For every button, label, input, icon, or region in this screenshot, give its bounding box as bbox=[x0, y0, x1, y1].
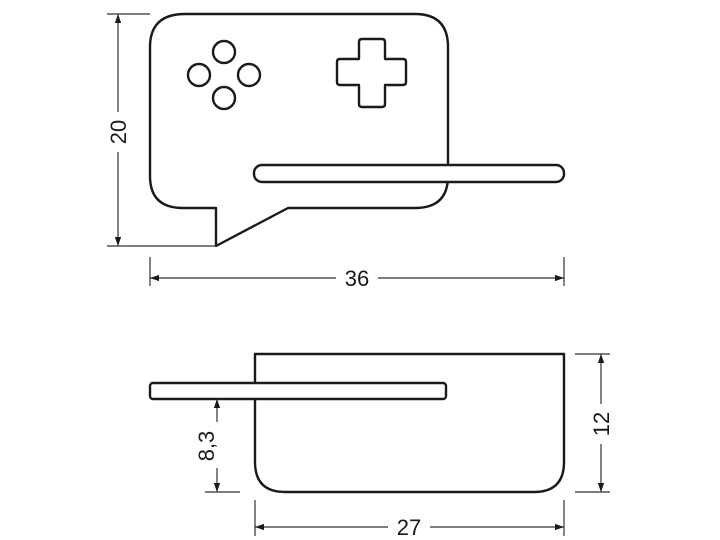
front-width-dimension: 36 bbox=[149, 257, 565, 292]
front-view: 20 36 bbox=[104, 12, 566, 292]
button-left bbox=[186, 62, 212, 88]
side-box-outline bbox=[253, 352, 566, 494]
side-shelf-bar bbox=[148, 381, 448, 401]
side-view: 8,3 12 27 bbox=[148, 352, 614, 540]
button-bottom bbox=[211, 85, 237, 111]
depth-label: 27 bbox=[397, 515, 421, 540]
button-right bbox=[236, 62, 262, 88]
height-label: 20 bbox=[106, 120, 131, 144]
label-gap bbox=[104, 112, 132, 152]
front-shelf-bar bbox=[252, 163, 566, 184]
shelf-height-label: 8,3 bbox=[194, 431, 219, 462]
label-gap bbox=[388, 512, 430, 540]
depth-dimension: 27 bbox=[254, 500, 565, 540]
label-gap bbox=[586, 404, 614, 444]
gamepad-buttons-icon bbox=[186, 39, 262, 111]
box-height-dimension: 12 bbox=[575, 353, 614, 493]
speech-bubble-shelf-outline bbox=[148, 12, 450, 248]
shelf-height-dimension: 8,3 bbox=[193, 399, 240, 493]
label-gap bbox=[193, 422, 223, 468]
box-height-label: 12 bbox=[589, 412, 614, 436]
label-gap bbox=[336, 264, 378, 292]
dpad-cross-icon bbox=[335, 37, 408, 109]
width-label: 36 bbox=[345, 266, 369, 291]
front-height-dimension: 20 bbox=[104, 13, 216, 247]
button-top bbox=[211, 39, 237, 65]
